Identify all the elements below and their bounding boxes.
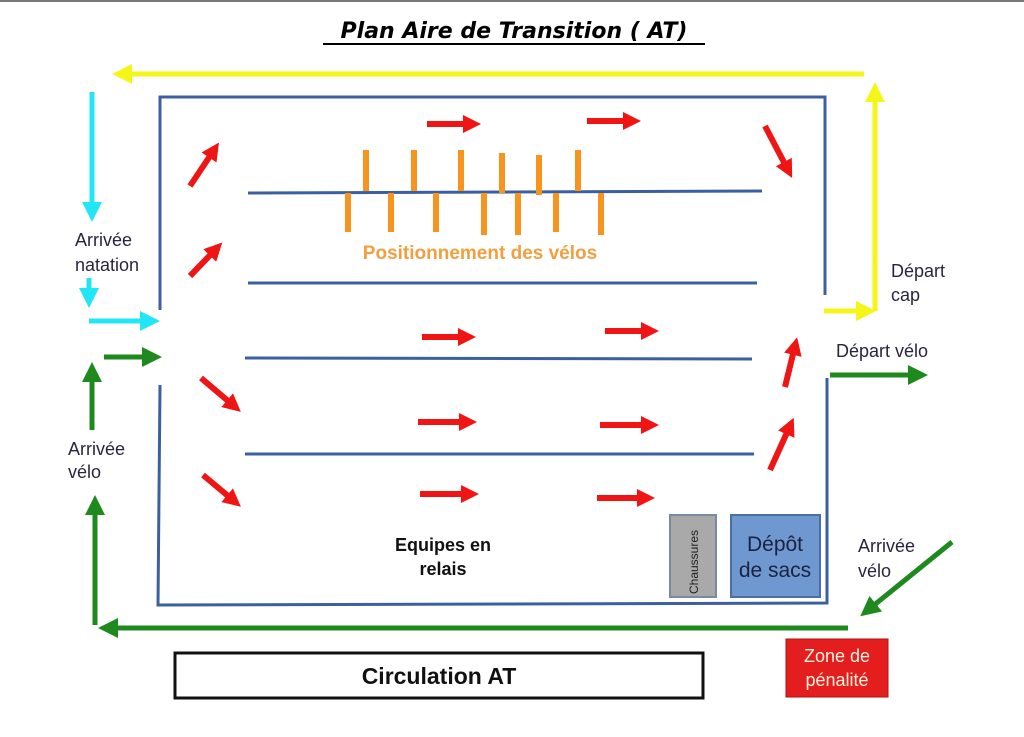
bike-route	[82, 347, 954, 638]
arrow-icon	[187, 242, 223, 279]
depart-cap-line1: Départ	[891, 261, 945, 281]
arrivee-velo-right-line1: Arrivée	[858, 536, 915, 556]
arrivee-velo-left-line2: vélo	[68, 462, 101, 482]
swim-route	[79, 92, 160, 331]
depot-sacs-line1: Dépôt	[747, 533, 803, 556]
arrow-icon	[767, 417, 795, 472]
arrivee-velo-left-line1: Arrivée	[68, 439, 125, 459]
equipes-line1: Equipes en	[395, 535, 491, 555]
chaussures-label: Chaussures	[687, 530, 701, 594]
equipes-line2: relais	[419, 559, 466, 579]
page-title: Plan Aire de Transition ( AT)	[341, 19, 688, 44]
depart-cap-line2: cap	[891, 285, 920, 305]
arrow-icon	[762, 124, 793, 178]
circulation-at-label: Circulation AT	[362, 663, 517, 689]
flow-arrows	[187, 112, 802, 507]
arrow-icon	[187, 142, 219, 188]
depot-sacs-line2: de sacs	[739, 559, 811, 582]
depot-sacs-box: Dépôt de sacs	[730, 514, 821, 598]
arrow-icon	[782, 337, 802, 388]
zone-penalite-line1: Zone de	[804, 646, 870, 666]
depart-velo-label: Départ vélo	[836, 341, 928, 361]
transition-area-outline	[156, 95, 829, 607]
bike-slots	[345, 150, 604, 235]
positionnement-label: Positionnement des vélos	[363, 243, 597, 264]
bike-racks	[244, 189, 763, 456]
zone-penalite-line2: pénalité	[805, 670, 868, 690]
arrivee-natation-line1: Arrivée	[75, 230, 132, 250]
bike-arrow-diag	[860, 540, 954, 617]
chaussures-box: Chaussures	[669, 514, 717, 598]
arrivee-natation-line2: natation	[75, 255, 139, 275]
arrivee-velo-right-line2: vélo	[858, 561, 891, 581]
zone-penalite-box: Zone de pénalité	[785, 638, 889, 698]
arrow-icon	[199, 375, 241, 412]
top-border	[0, 0, 1024, 2]
circulation-at-box: Circulation AT	[173, 651, 705, 700]
run-route	[112, 64, 885, 321]
rack-line-3	[244, 356, 753, 361]
arrow-icon	[201, 472, 241, 507]
